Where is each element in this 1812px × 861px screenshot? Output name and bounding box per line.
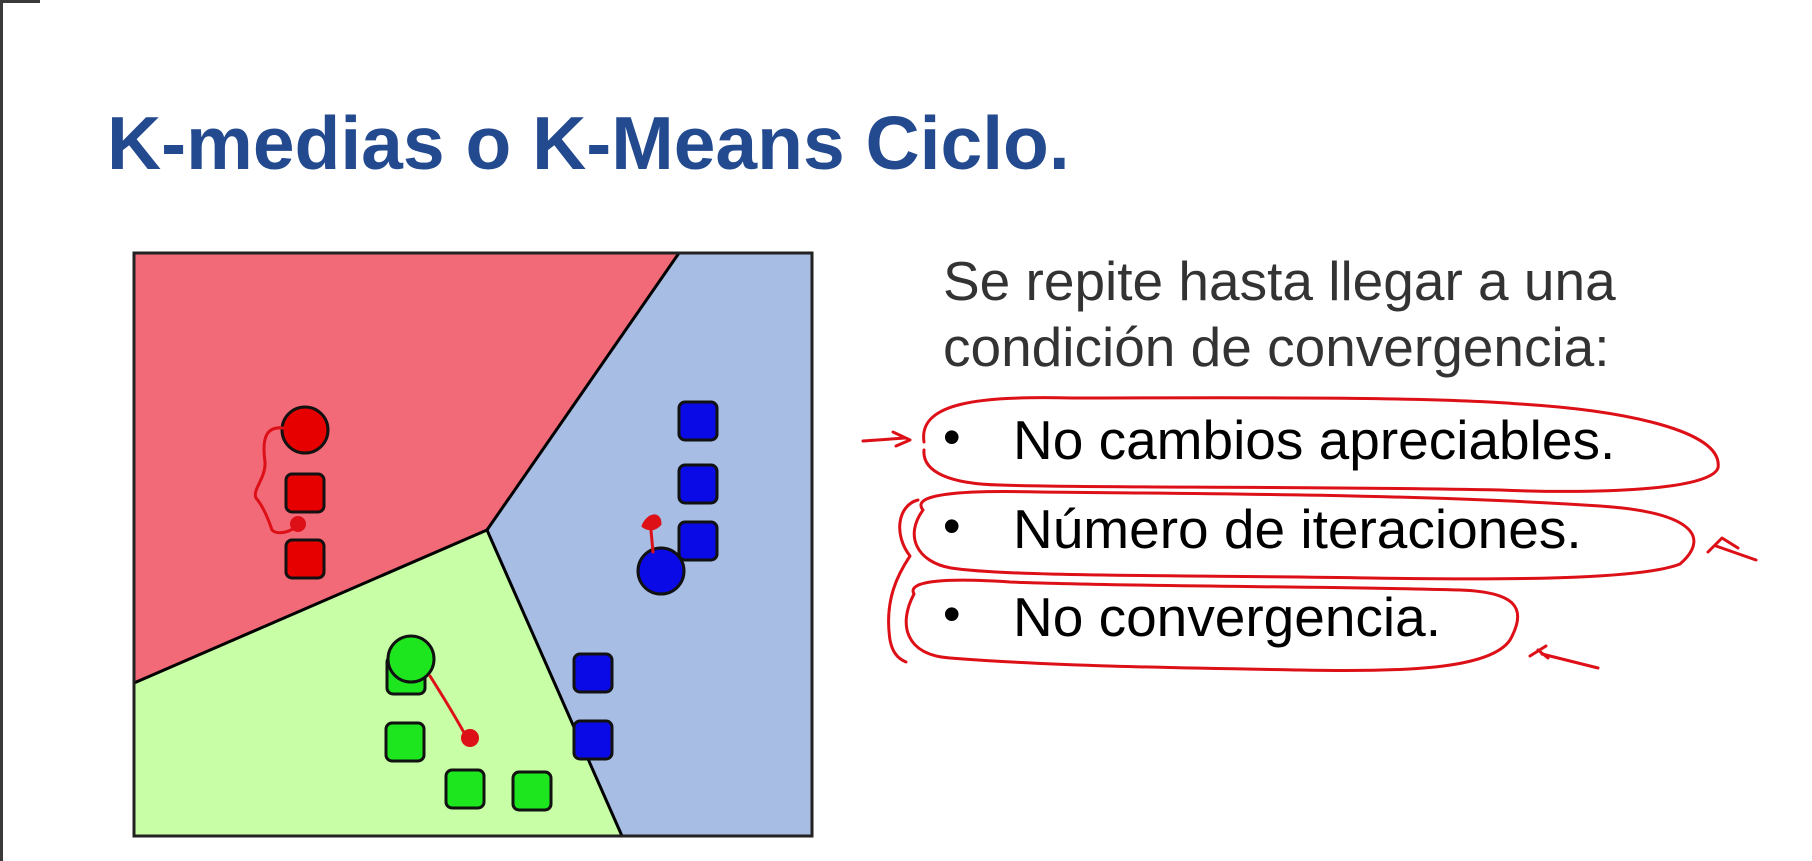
bullet-item: • No cambios apreciables. xyxy=(943,408,1616,472)
blue-point xyxy=(572,719,614,761)
bullet-item: • Número de iteraciones. xyxy=(943,497,1582,561)
boundary-blue-green xyxy=(485,529,624,837)
window-left-border xyxy=(0,0,3,861)
bullet-marker: • xyxy=(943,586,961,642)
slide-title: K-medias o K-Means Ciclo. xyxy=(107,101,1070,185)
bullet-text: No convergencia. xyxy=(1013,586,1442,648)
blue-point xyxy=(572,652,614,694)
bullet-text: No cambios apreciables. xyxy=(1013,409,1616,471)
bullet-marker: • xyxy=(943,498,961,554)
green-centroid xyxy=(386,634,436,684)
red-point xyxy=(284,538,326,580)
boundary-red-green xyxy=(133,528,488,685)
red-point xyxy=(284,472,326,514)
window-top-border xyxy=(0,0,40,3)
green-point xyxy=(444,768,486,810)
intro-text: Se repite hasta llegar a una condición d… xyxy=(943,250,1616,378)
diagram-frame xyxy=(132,251,814,838)
blue-centroid xyxy=(636,546,686,596)
blue-point xyxy=(677,400,719,442)
green-region xyxy=(134,530,622,836)
red-region xyxy=(134,253,679,683)
bullet-marker: • xyxy=(943,409,961,465)
bullet-item: • No convergencia. xyxy=(943,585,1442,649)
blue-point xyxy=(677,463,719,505)
boundary-red-blue xyxy=(485,252,681,531)
bullet-text: Número de iteraciones. xyxy=(1013,498,1582,560)
green-point xyxy=(384,721,426,763)
blue-point xyxy=(677,520,719,562)
red-centroid xyxy=(280,405,330,455)
green-point xyxy=(511,770,553,812)
slide-body: Se repite hasta llegar a una condición d… xyxy=(943,248,1763,380)
